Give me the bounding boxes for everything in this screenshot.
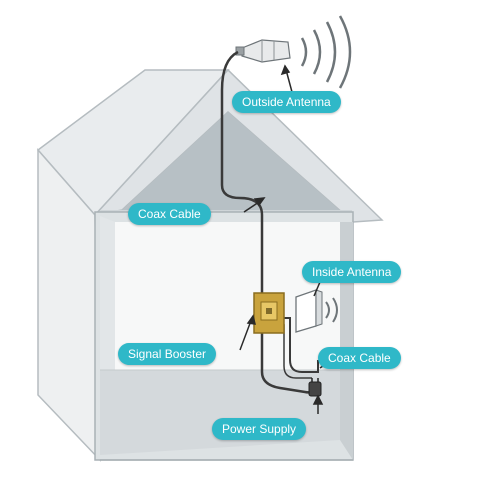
label-inside-antenna: Inside Antenna	[302, 261, 402, 283]
room-floor	[100, 370, 340, 455]
inside-signal-waves-icon	[325, 297, 338, 323]
coax-cable-inside-2	[280, 324, 312, 379]
label-coax-cable-bottom: Coax Cable	[318, 347, 401, 369]
label-power-supply: Power Supply	[212, 418, 307, 440]
label-signal-booster: Signal Booster	[118, 343, 217, 365]
inside-antenna-icon	[295, 289, 323, 333]
label-pointers	[239, 64, 333, 414]
room-right-wall	[340, 222, 353, 460]
gable-shadow	[122, 112, 353, 222]
signal-booster-icon	[253, 292, 285, 334]
outside-antenna-icon	[235, 39, 291, 63]
power-supply-icon	[308, 378, 322, 397]
signal-waves-icon	[300, 15, 352, 89]
label-coax-cable-top: Coax Cable	[128, 203, 211, 225]
label-outside-antenna: Outside Antenna	[232, 91, 341, 113]
coax-cable-inside	[276, 317, 319, 373]
